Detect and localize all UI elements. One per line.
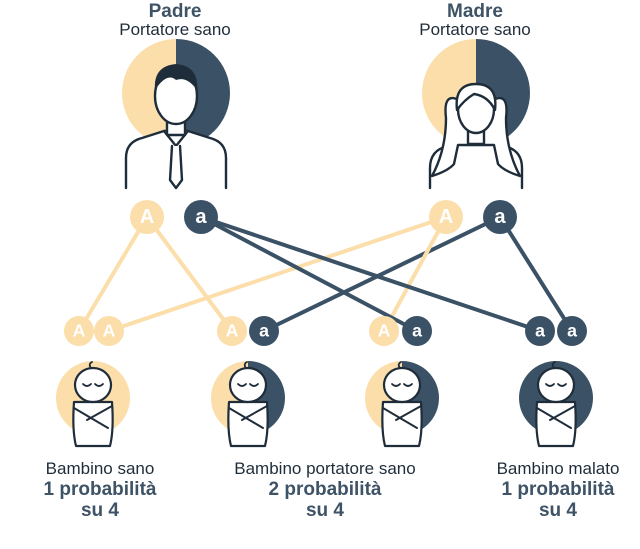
child-allele-badge: A	[369, 316, 399, 346]
svg-text:a: a	[195, 206, 207, 228]
svg-text:a: a	[259, 320, 269, 340]
child-2-label: Bambino portatore sano	[234, 459, 416, 478]
child-allele-badge: a	[525, 316, 555, 346]
child-1-label: Bambino sano	[45, 459, 155, 478]
father-name: Padre	[148, 1, 202, 22]
child-allele-badge: A	[217, 316, 247, 346]
child-4-prob-line2: su 4	[538, 500, 578, 521]
child-allele-badge: a	[557, 316, 587, 346]
father-role: Portatore sano	[119, 20, 231, 39]
inheritance-line	[77, 215, 149, 333]
svg-text:A: A	[378, 320, 391, 340]
svg-text:a: a	[412, 320, 422, 340]
child-allele-badge: A	[64, 316, 94, 346]
child-4-label: Bambino malato	[496, 459, 620, 478]
svg-text:A: A	[226, 320, 239, 340]
svg-text:A: A	[73, 320, 86, 340]
baby-icon	[56, 361, 130, 448]
inheritance-line	[382, 215, 448, 333]
mother-name: Madre	[447, 1, 503, 22]
svg-text:a: a	[567, 320, 577, 340]
parent-allele-badge: a	[483, 200, 517, 234]
inheritance-line	[107, 215, 448, 333]
child-allele-badge: A	[94, 316, 124, 346]
baby-icon	[519, 361, 593, 448]
svg-text:a: a	[535, 320, 545, 340]
baby-icon	[211, 361, 285, 448]
inheritance-line	[145, 215, 234, 333]
parent-allele-badge: a	[184, 200, 218, 234]
inheritance-line	[498, 215, 574, 333]
svg-text:a: a	[494, 206, 506, 228]
svg-text:A: A	[103, 320, 116, 340]
baby-icon	[365, 361, 439, 448]
child-1-prob-line2: su 4	[80, 500, 120, 521]
child-2-prob-line2: su 4	[305, 500, 345, 521]
child-2-prob-line1: 2 probabilità	[268, 479, 382, 500]
inheritance-line	[262, 215, 502, 333]
mother-role: Portatore sano	[419, 20, 531, 39]
inheritance-line	[199, 215, 419, 333]
svg-text:A: A	[140, 206, 155, 228]
inheritance-line	[199, 215, 542, 333]
parent-allele-badge: A	[429, 200, 463, 234]
svg-text:A: A	[439, 206, 454, 228]
child-allele-badge: a	[249, 316, 279, 346]
father-icon	[122, 39, 230, 190]
child-4-prob-line1: 1 probabilità	[501, 479, 615, 500]
mother-icon	[422, 39, 530, 190]
parent-allele-badge: A	[130, 200, 164, 234]
child-allele-badge: a	[402, 316, 432, 346]
child-1-prob-line1: 1 probabilità	[43, 479, 157, 500]
